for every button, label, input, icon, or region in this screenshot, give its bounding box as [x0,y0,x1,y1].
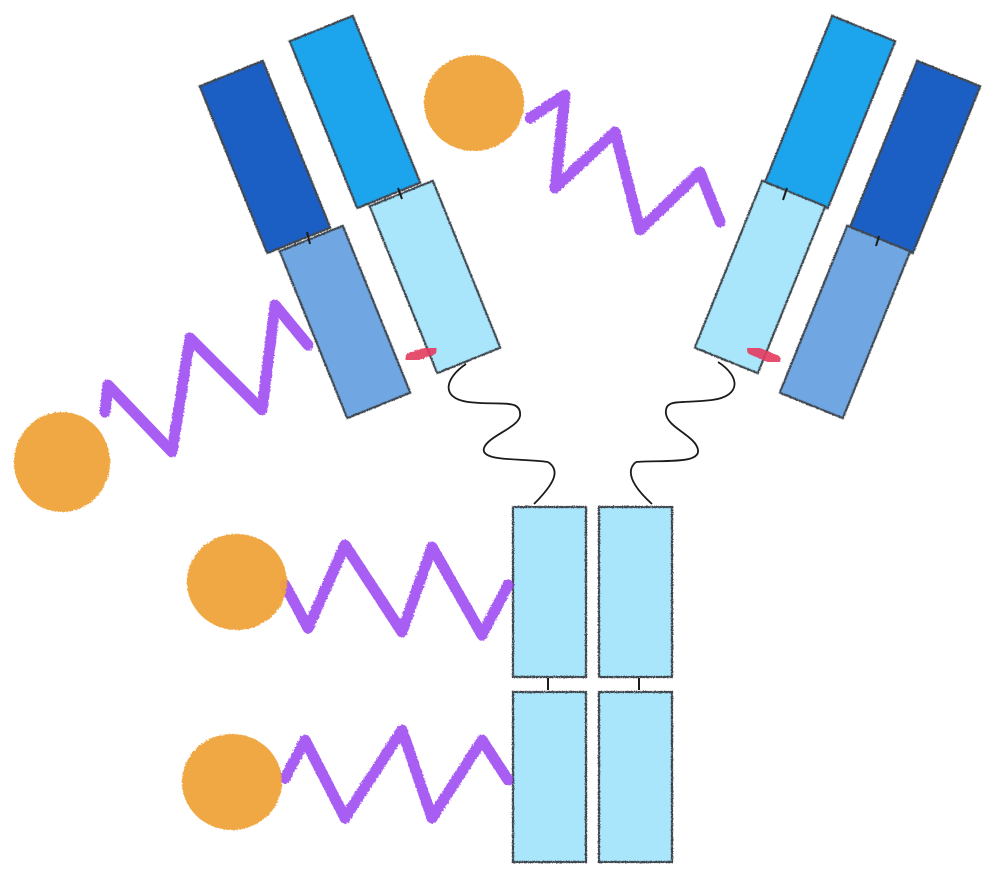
left-constant-light-domain [368,179,502,375]
left-constant-heavy-domain [278,224,412,420]
drug-linker-zigzag [99,299,314,458]
drug-conjugate-left-arm [14,299,314,512]
drug-conjugate-top-center [424,55,726,236]
left-light-chain-connector [397,187,403,200]
fc-right-upper-domain [597,505,674,679]
right-heavy-chain-connector [875,235,880,247]
fc-right-lower-domain [597,690,674,864]
left-fab-disulfide-bond [405,345,437,363]
right-fab-arm [693,14,982,420]
drug-payload-blob [424,55,524,151]
drug-payload-blob [14,412,110,512]
left-heavy-chain-connector [306,231,311,245]
right-light-chain-connector [782,187,788,201]
fc-left-upper-domain [511,505,588,679]
fc-region [511,505,674,864]
left-outer-hinge-linker [447,363,549,463]
drug-linker-zigzag [279,724,514,824]
hinge-region [447,361,736,505]
drug-linker-zigzag [524,89,726,236]
right-outer-hinge-linker [635,361,736,463]
drug-payload-blob [182,734,282,830]
left-fab-arm [198,14,502,420]
right-constant-light-domain [693,179,827,375]
drug-linker-zigzag [279,539,514,641]
right-fab-disulfide-bond [747,345,781,365]
fc-left-lower-domain [511,690,588,864]
drug-conjugate-fc-upper [187,534,514,641]
drug-payload-blob [187,534,287,630]
left-variable-light-domain [288,14,422,210]
drug-conjugate-fc-lower [182,724,514,830]
left-variable-heavy-domain [198,59,332,255]
